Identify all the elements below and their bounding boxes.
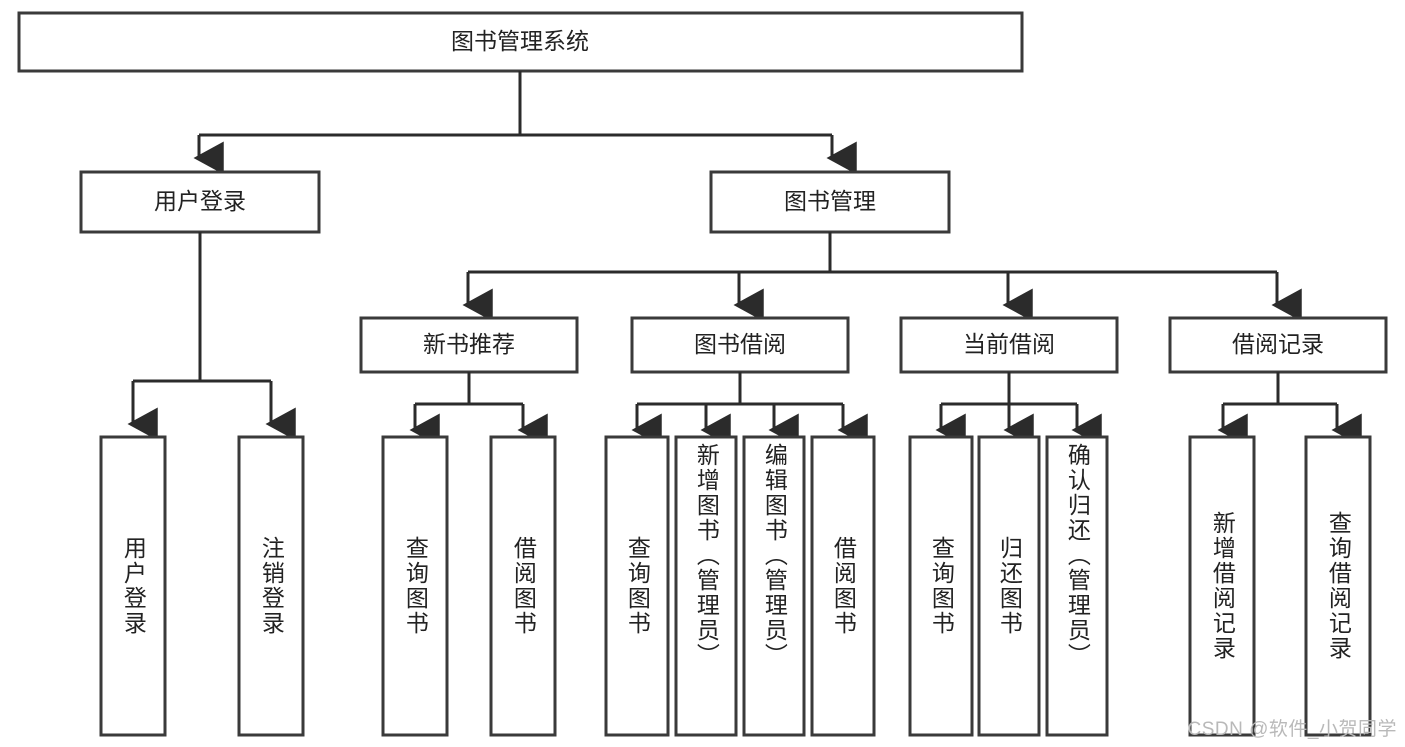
leaf-box-query-book-2[interactable] — [604, 435, 670, 737]
node-book-manage-label: 图书管理 — [784, 188, 876, 214]
node-borrow-record[interactable]: 借阅记录 — [1168, 316, 1388, 374]
node-root-box — [17, 11, 1024, 73]
node-new-book-rec[interactable]: 新书推荐 — [359, 316, 579, 374]
node-current-borrow-box — [899, 316, 1119, 374]
node-book-manage[interactable]: 图书管理 — [709, 170, 951, 234]
leaf-box-user-login[interactable] — [99, 435, 167, 737]
csdn-watermark: CSDN @软件_小贺同学 — [1187, 719, 1397, 740]
node-current-borrow[interactable]: 当前借阅 — [899, 316, 1119, 374]
connector-book-borrow-to-leaves — [631, 372, 868, 447]
leaf-box-logout[interactable] — [237, 435, 305, 737]
node-book-borrow[interactable]: 图书借阅 — [630, 316, 850, 374]
leaf-box-query-record[interactable] — [1304, 435, 1372, 737]
node-new-book-rec-box — [359, 316, 579, 374]
leaf-box-query-book-3[interactable] — [908, 435, 974, 737]
connector-user-login-to-leaves — [127, 232, 296, 441]
connector-root-to-level2 — [193, 71, 857, 175]
connector-new-book-rec-to-leaves — [409, 372, 548, 447]
leaf-box-borrow-book-1[interactable] — [489, 435, 557, 737]
node-user-login-label: 用户登录 — [154, 188, 246, 214]
leaf-box-add-record[interactable] — [1188, 435, 1256, 737]
leaf-box-query-book-1[interactable] — [381, 435, 449, 737]
leaf-box-confirm-return[interactable] — [1045, 435, 1109, 737]
node-borrow-record-label: 借阅记录 — [1232, 331, 1324, 357]
node-user-login[interactable]: 用户登录 — [79, 170, 321, 234]
connector-book-manage-to-level3 — [462, 232, 1302, 322]
connector-borrow-record-to-leaves — [1217, 372, 1362, 447]
node-current-borrow-label: 当前借阅 — [963, 331, 1055, 357]
connector-current-borrow-to-leaves — [935, 372, 1102, 447]
node-user-login-box — [79, 170, 321, 234]
node-book-borrow-label: 图书借阅 — [694, 331, 786, 357]
leaf-box-borrow-book-2[interactable] — [810, 435, 876, 737]
node-root-label: 图书管理系统 — [451, 28, 589, 54]
node-root[interactable]: 图书管理系统 — [17, 11, 1024, 73]
leaf-box-edit-book[interactable] — [742, 435, 806, 737]
node-new-book-rec-label: 新书推荐 — [423, 331, 515, 357]
leaf-box-add-book[interactable] — [674, 435, 738, 737]
leaf-box-return-book[interactable] — [977, 435, 1041, 737]
